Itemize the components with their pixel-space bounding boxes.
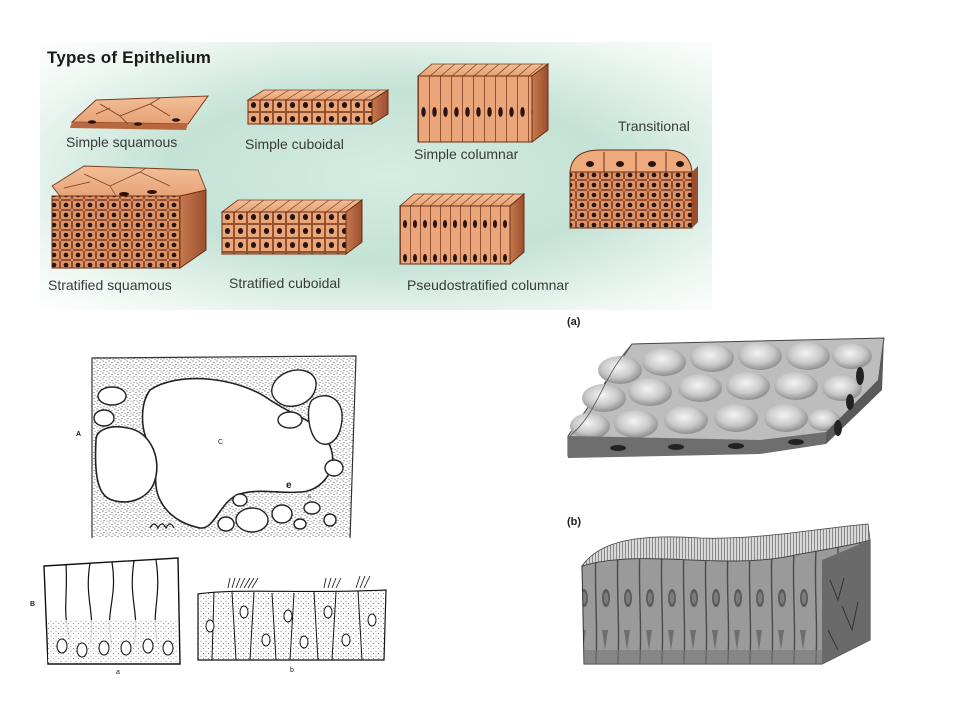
label-simple-columnar: Simple columnar xyxy=(414,146,519,162)
label-pseudostratified-columnar: Pseudostratified columnar xyxy=(407,277,569,293)
label-simple-squamous: Simple squamous xyxy=(66,134,178,150)
simple-squamous-illustration xyxy=(70,95,209,130)
pseudostratified-columnar-illustration xyxy=(398,192,526,266)
panel-label-b: (b) xyxy=(567,516,582,528)
gray-ciliated-columnar-block-b xyxy=(581,523,871,665)
figure-title: Types of Epithelium xyxy=(47,48,212,67)
stratified-squamous-illustration xyxy=(51,165,207,269)
label-letter-s: s xyxy=(308,494,311,500)
label-letter-a: a xyxy=(116,669,120,676)
label-stratified-cuboidal: Stratified cuboidal xyxy=(229,275,341,291)
label-letter-C: C xyxy=(218,439,223,446)
stratified-cuboidal-illustration xyxy=(220,199,364,255)
transitional-illustration xyxy=(569,149,698,229)
ciliated-cells-drawing-b xyxy=(197,575,387,661)
label-stratified-squamous: Stratified squamous xyxy=(48,277,172,293)
simple-cuboidal-illustration xyxy=(246,89,390,125)
gray-squamous-sheet-a xyxy=(567,337,885,458)
label-letter-e: e xyxy=(286,480,292,491)
label-simple-cuboidal: Simple cuboidal xyxy=(245,136,344,152)
label-letter-B: B xyxy=(30,601,35,608)
alveolar-section-drawing xyxy=(90,355,358,544)
simple-columnar-illustration xyxy=(416,63,550,143)
columnar-cells-drawing-a xyxy=(43,557,181,665)
label-letter-b: b xyxy=(290,667,294,674)
label-letter-A: A xyxy=(76,431,81,438)
panel-label-a: (a) xyxy=(567,316,581,328)
label-transitional: Transitional xyxy=(618,118,690,134)
